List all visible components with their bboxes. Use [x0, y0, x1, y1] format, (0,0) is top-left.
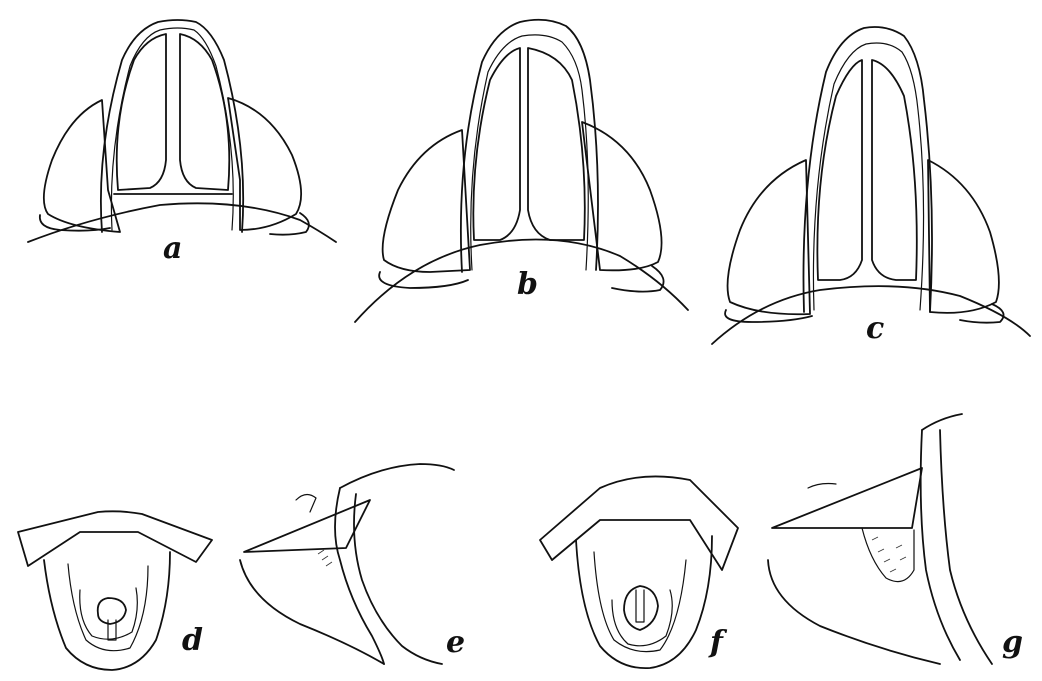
- panel-a-drawing: [28, 20, 336, 242]
- panel-label-g: g: [1002, 628, 1023, 658]
- panel-label-c: c: [866, 314, 884, 344]
- panel-e-drawing: [240, 464, 454, 664]
- panel-label-d: d: [182, 626, 203, 656]
- panel-label-a: a: [163, 234, 182, 264]
- panel-c-drawing: [712, 27, 1030, 344]
- panel-f-drawing: [540, 476, 738, 668]
- panel-g-drawing: [768, 414, 992, 664]
- panel-label-f: f: [710, 628, 723, 658]
- panel-label-b: b: [517, 270, 538, 300]
- panel-label-e: e: [446, 628, 465, 658]
